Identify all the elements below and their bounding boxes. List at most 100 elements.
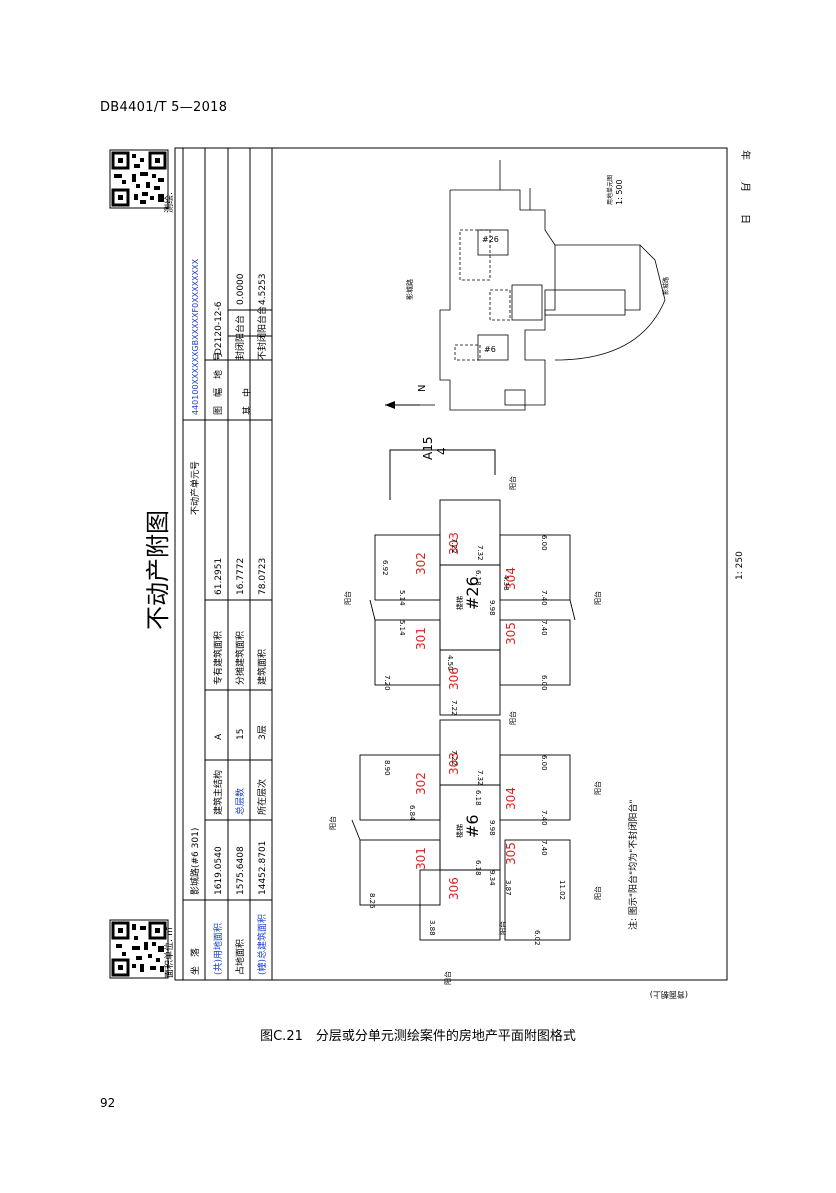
- room-303-6: 303: [447, 752, 461, 775]
- page-number: 92: [100, 1096, 116, 1110]
- building-6-label: #6: [463, 814, 482, 838]
- room-306-6: 306: [447, 877, 461, 900]
- dim-label: 9.34: [488, 870, 496, 886]
- balcony-label: 阳台: [593, 781, 602, 795]
- dim-label: 9.98: [488, 820, 496, 836]
- stair-label-26: 楼梯: [455, 596, 464, 610]
- balcony-label: 阳台: [508, 711, 517, 725]
- qr-code-bottom: [109, 919, 169, 979]
- date-marks: 年 月 日: [739, 150, 752, 230]
- total-floors-label: 总层数: [234, 788, 246, 815]
- dim-label: 3.87: [504, 880, 512, 896]
- footprint-value: 1575.6408: [236, 846, 246, 895]
- open-balcony-value: 4.5253: [258, 274, 268, 306]
- dim-label: 4.38: [502, 575, 510, 591]
- balcony-label: 阳台: [593, 591, 602, 605]
- dim-label: 7.22: [450, 700, 458, 716]
- site-plan: [420, 160, 666, 411]
- footprint-label: 占地面积: [234, 939, 246, 975]
- floor-plan: [351, 499, 576, 941]
- balcony-label: 阳台: [328, 816, 337, 830]
- location-label: 坐 落: [189, 948, 201, 975]
- room-302-6: 302: [414, 772, 428, 795]
- balcony-note: 注: 图示"阳台"均为"不封闭阳台": [627, 800, 639, 930]
- adjacent-building: A15 4: [389, 437, 496, 500]
- dim-label: 8.90: [383, 760, 391, 776]
- site-label-road-2: 影城路: [662, 277, 670, 295]
- balcony-label: 阳台: [443, 971, 452, 985]
- dim-label: 6.00: [540, 535, 548, 551]
- dim-label: 6.18: [474, 860, 482, 876]
- dim-label: 7.40: [540, 590, 548, 606]
- dim-label: 6.18: [474, 790, 482, 806]
- dim-label: 7.32: [476, 770, 484, 786]
- adjacent-floor: 4: [435, 447, 449, 455]
- drawing-title: 不动产附图: [144, 510, 172, 630]
- room-301-6: 301: [414, 847, 428, 870]
- north-label: N: [417, 385, 428, 392]
- room-306-26: 306: [447, 667, 461, 690]
- area-unit-label: 面积单位: ㎡: [163, 927, 175, 978]
- room-305-26: 305: [504, 622, 518, 645]
- land-area-label: (共)用地面积: [212, 923, 224, 975]
- adjacent-label: A15: [421, 437, 435, 460]
- main-scale: 1: 250: [735, 551, 745, 580]
- figure-caption: 图C.21 分层或分单元测绘案件的房地产平面附图格式: [260, 1029, 576, 1044]
- room-301-26: 301: [414, 627, 428, 650]
- total-building-area-value: 14452.8701: [258, 841, 268, 895]
- stair-label-6: 楼梯: [455, 824, 464, 838]
- dim-label: 6.00: [540, 675, 548, 691]
- dim-label: 6.84: [408, 805, 416, 821]
- closed-balcony-label: 封闭阳台台: [234, 315, 246, 360]
- dim-label: 5.14: [398, 590, 406, 606]
- unit-number-value: 440100XXXXXXGBXXXXXF0XXXXXXXX: [191, 258, 200, 415]
- attribute-table: [182, 148, 273, 980]
- qr-code-top: [109, 149, 169, 209]
- dim-label: 7.20: [383, 675, 391, 691]
- site-label-6: #6: [484, 345, 496, 354]
- north-arrow: N: [385, 385, 428, 409]
- dim-label: 9.98: [488, 600, 496, 616]
- balcony-label: 阳台: [508, 476, 517, 490]
- unit-number-label: 不动产单元号: [189, 461, 201, 515]
- parcel-label: 图 幅 地 号: [212, 352, 224, 415]
- dim-label: 6.00: [540, 755, 548, 771]
- location-value: 影城路(#6 301): [189, 828, 201, 895]
- dim-label: 3.88: [428, 920, 436, 936]
- room-304-6: 304: [504, 787, 518, 810]
- site-label-26: #26: [482, 235, 499, 244]
- balcony-label: 阳台: [343, 591, 352, 605]
- building-26-label: #26: [463, 576, 482, 610]
- qizhong-label: 其 中: [241, 388, 253, 415]
- total-floors-value: 15: [236, 729, 246, 740]
- total-building-area-label: (幢)总建筑面积: [256, 914, 268, 975]
- open-balcony-label: 不封闭阳台台: [256, 306, 268, 360]
- balcony-label: 阳台: [593, 886, 602, 900]
- building-area-value: 78.0723: [258, 558, 268, 595]
- dim-label: 6.92: [381, 560, 389, 576]
- page-orientation-mark: (背面朝上): [650, 990, 688, 1000]
- room-303-26: 303: [447, 532, 461, 555]
- dim-label: 4.50: [446, 655, 454, 671]
- floor-level-value: 3层: [257, 725, 268, 740]
- land-area-value: 1619.0540: [214, 846, 224, 895]
- floor-level-label: 所在层次: [256, 779, 268, 815]
- dim-label: 8.26: [368, 893, 376, 909]
- small-scale: 1: 500: [615, 179, 624, 205]
- shared-area-label: 分摊建筑面积: [234, 631, 246, 685]
- shared-area-value: 16.7772: [236, 558, 246, 595]
- structure-label: 建筑主结构: [212, 770, 224, 815]
- structure-value: A: [214, 733, 224, 740]
- dim-label: 7.22: [450, 750, 458, 766]
- dim-label: 7.40: [540, 840, 548, 856]
- exclusive-area-value: 61.2951: [214, 558, 224, 595]
- room-302-26: 302: [414, 552, 428, 575]
- surveyor-label: 测绘:: [163, 192, 175, 213]
- dim-label: 11.02: [558, 880, 566, 900]
- dim-label: 7.22: [450, 538, 458, 554]
- dim-label: 7.40: [540, 620, 548, 636]
- dim-label: 6.02: [533, 930, 541, 946]
- closed-balcony-value: 0.0000: [236, 273, 246, 305]
- building-area-label: 建筑面积: [256, 649, 268, 685]
